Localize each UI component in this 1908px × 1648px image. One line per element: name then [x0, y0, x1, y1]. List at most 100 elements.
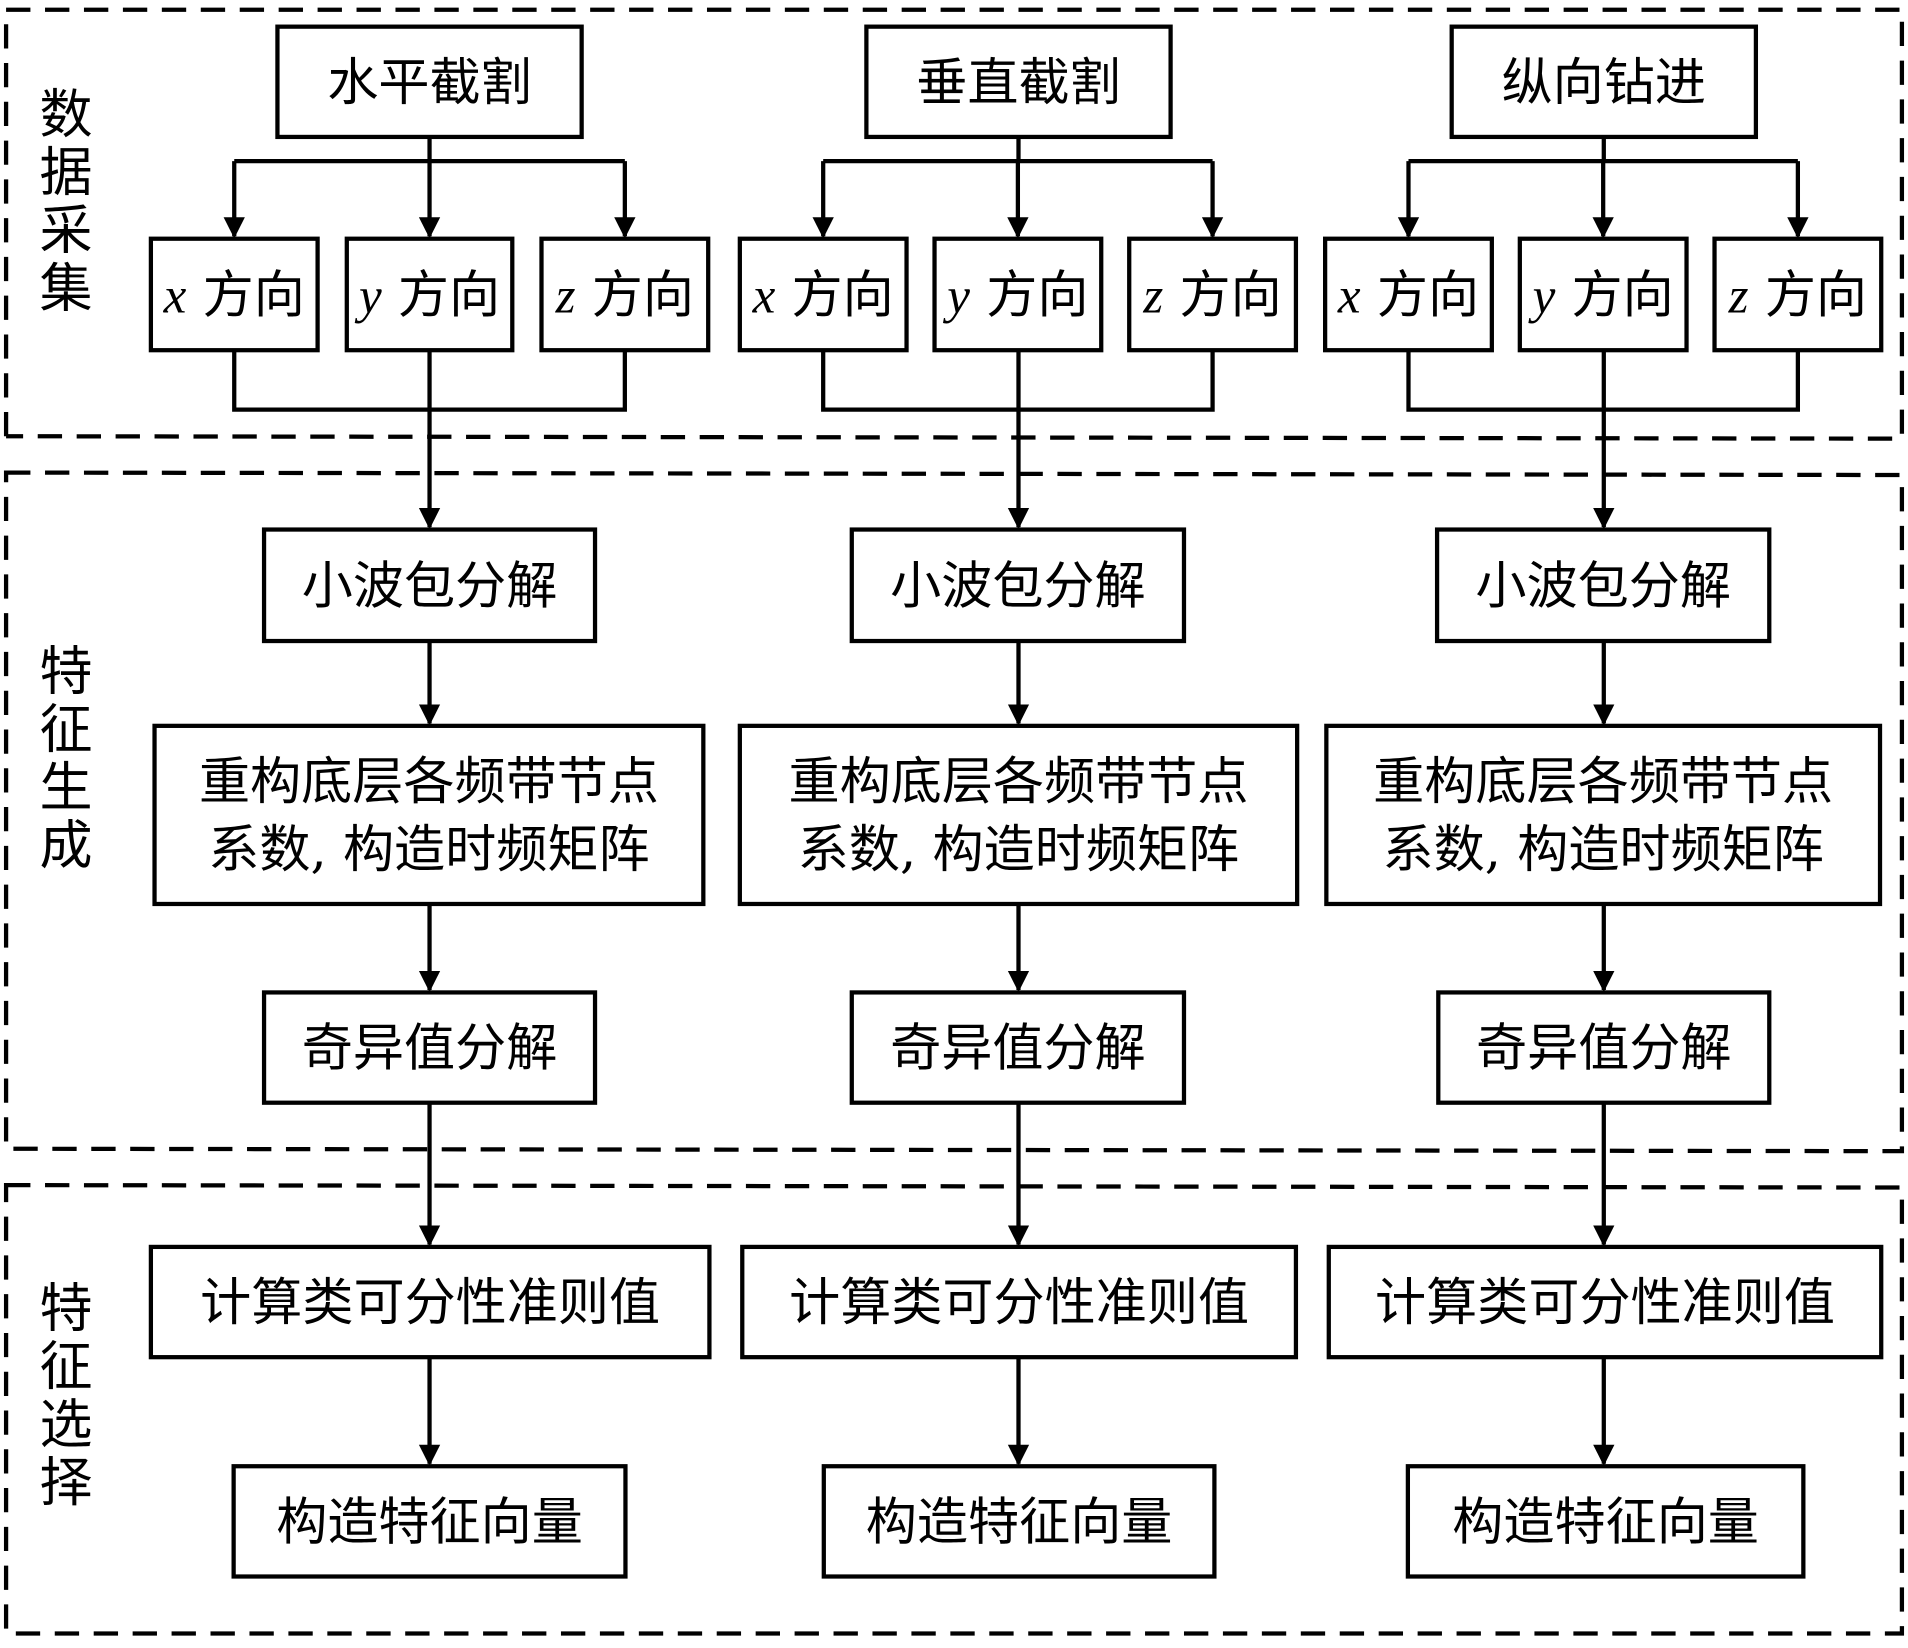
direction-box-border	[1323, 236, 1494, 353]
section-label-data-collection: 数据采集	[31, 86, 92, 318]
feature-vector-box: 构造特征向量	[231, 1464, 628, 1579]
direction-suffix: 方向	[592, 267, 694, 326]
reconstruct-box-border	[1324, 723, 1883, 907]
feature-vector-box: 构造特征向量	[821, 1464, 1217, 1579]
direction-label: z 方向	[555, 267, 694, 326]
wavelet-packet-box: 小波包分解	[849, 527, 1187, 644]
separability-box: 计算类可分性准则值	[740, 1244, 1299, 1360]
direction-label: x 方向	[752, 267, 894, 326]
direction-box-z: z 方向	[539, 236, 711, 353]
axis-gap	[576, 267, 592, 326]
section-label-feature-selection: 特征选择	[31, 1280, 92, 1512]
reconstruct-box-label: 系数, 构造时频矩阵	[1383, 821, 1824, 880]
section-feature-selection-region	[3, 1182, 1905, 1636]
method-box-label: 垂直截割	[916, 54, 1120, 113]
direction-label: y 方向	[354, 267, 500, 326]
axis-gap	[186, 267, 202, 326]
direction-suffix: 方向	[986, 267, 1088, 326]
wavelet-packet-box-label: 小波包分解	[1475, 558, 1731, 617]
direction-box-border	[1712, 236, 1884, 353]
svd-box-label: 奇异值分解	[302, 1020, 558, 1079]
feature-vector-box-label: 构造特征向量	[276, 1494, 583, 1553]
direction-label: z 方向	[1142, 267, 1281, 326]
direction-suffix: 方向	[203, 267, 305, 326]
direction-box-border	[932, 236, 1104, 353]
svd-box: 奇异值分解	[261, 990, 598, 1105]
method-box: 垂直截割	[864, 24, 1173, 140]
svd-box-border	[261, 990, 598, 1105]
separability-box: 计算类可分性准则值	[1326, 1244, 1884, 1360]
reconstruct-box-border	[737, 723, 1300, 907]
feature-vector-box-label: 构造特征向量	[866, 1494, 1173, 1553]
method-box-label: 水平截割	[327, 54, 531, 113]
svd-box: 奇异值分解	[1436, 990, 1772, 1105]
separability-box-label: 计算类可分性准则值	[1375, 1274, 1835, 1333]
feature-vector-box: 构造特征向量	[1405, 1464, 1806, 1579]
section-data-collection-region	[3, 7, 1905, 441]
section-feature-generation-region	[3, 470, 1905, 1154]
feature-vector-box-border	[231, 1464, 628, 1579]
direction-label: z 方向	[1728, 267, 1867, 326]
direction-label: x 方向	[1337, 267, 1479, 326]
direction-label: y 方向	[1528, 267, 1674, 326]
svd-box-border	[849, 990, 1187, 1105]
direction-box-x: x 方向	[1323, 236, 1494, 353]
axis-gap	[1361, 267, 1377, 326]
direction-box-x: x 方向	[148, 236, 320, 353]
method-box: 水平截割	[275, 24, 584, 140]
axis-letter: x	[752, 269, 776, 325]
axis-letter: z	[1728, 269, 1749, 325]
axis-letter: z	[555, 269, 576, 325]
direction-box-y: y 方向	[1517, 236, 1689, 353]
axis-letter: y	[942, 269, 970, 325]
method-box: 纵向钻进	[1449, 24, 1759, 140]
method-box-border	[864, 24, 1173, 140]
direction-box-border	[737, 236, 909, 353]
direction-label: y 方向	[942, 267, 1088, 326]
direction-suffix: 方向	[1765, 267, 1867, 326]
direction-box-border	[148, 236, 320, 353]
svd-box: 奇异值分解	[849, 990, 1187, 1105]
separability-box-label: 计算类可分性准则值	[789, 1274, 1249, 1333]
separability-box-label: 计算类可分性准则值	[200, 1274, 660, 1333]
reconstruct-box-label: 系数, 构造时频矩阵	[798, 821, 1239, 880]
axis-gap	[382, 267, 398, 326]
axis-gap	[970, 267, 986, 326]
axis-gap	[775, 267, 791, 326]
reconstruct-box-border	[152, 723, 706, 907]
feature-vector-box-border	[1405, 1464, 1806, 1579]
wavelet-packet-box-border	[1434, 527, 1772, 644]
direction-box-border	[344, 236, 515, 353]
wavelet-packet-box: 小波包分解	[261, 527, 598, 644]
direction-box-y: y 方向	[932, 236, 1104, 353]
wavelet-packet-box-label: 小波包分解	[890, 558, 1146, 617]
direction-suffix: 方向	[792, 267, 894, 326]
svd-box-label: 奇异值分解	[1476, 1020, 1732, 1079]
direction-box-z: z 方向	[1127, 236, 1299, 353]
separability-box: 计算类可分性准则值	[148, 1244, 712, 1360]
separability-box-border	[740, 1244, 1299, 1360]
reconstruct-box-label: 系数, 构造时频矩阵	[208, 821, 649, 880]
wavelet-packet-box-border	[849, 527, 1187, 644]
reconstruct-box-label: 重构底层各频带节点	[199, 753, 659, 812]
method-box-border	[1449, 24, 1759, 140]
direction-suffix: 方向	[1572, 267, 1674, 326]
direction-label: x 方向	[163, 267, 305, 326]
reconstruct-box-label: 重构底层各频带节点	[789, 753, 1249, 812]
feature-vector-box-border	[821, 1464, 1217, 1579]
wavelet-packet-box-label: 小波包分解	[302, 558, 558, 617]
wavelet-packet-box-border	[261, 527, 598, 644]
axis-letter: x	[163, 269, 187, 325]
direction-box-border	[1517, 236, 1689, 353]
direction-box-border	[539, 236, 711, 353]
axis-gap	[1163, 267, 1179, 326]
separability-box-border	[1326, 1244, 1884, 1360]
axis-gap	[1749, 267, 1765, 326]
direction-box-x: x 方向	[737, 236, 909, 353]
direction-box-y: y 方向	[344, 236, 515, 353]
axis-letter: z	[1142, 269, 1163, 325]
section-label-feature-generation: 特征生成	[31, 643, 92, 875]
